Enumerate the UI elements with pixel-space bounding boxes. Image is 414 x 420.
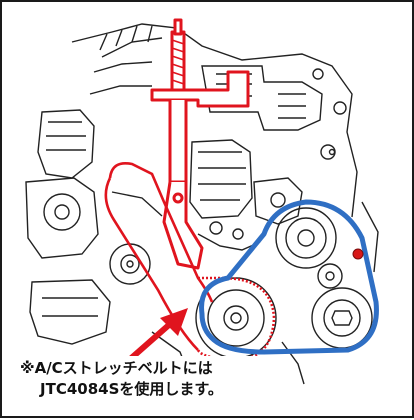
engine-line-art [25,23,379,385]
holding-tool [150,18,250,270]
drive-belt [199,199,379,355]
caption-line-1: ※A/Cストレッチベルトには [20,359,213,377]
red-dot-marker-icon [352,248,364,260]
caption: ※A/Cストレッチベルトには JTC4084Sを使用します。 [16,356,280,402]
caption-line-2: JTC4084Sを使用します。 [40,380,223,398]
